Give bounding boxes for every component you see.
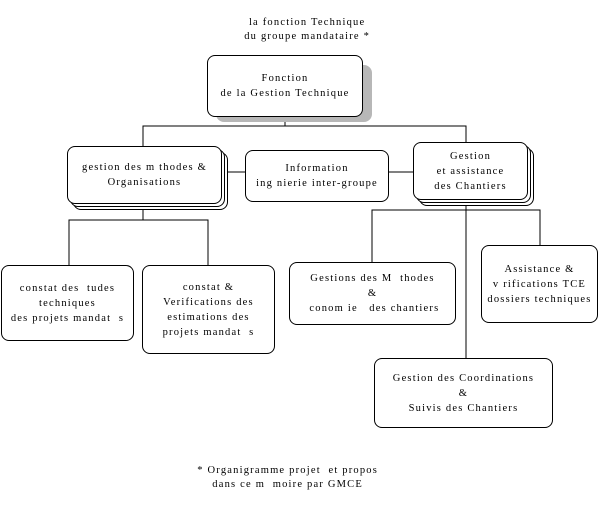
footer-line-1: * Organigramme projet et propos	[197, 465, 379, 476]
org-chart: la fonction Technique du groupe mandatai…	[1, 2, 598, 490]
node-gestion-methodes-economie: Gestions des M thodes & conom ie des cha…	[289, 262, 456, 325]
header-note: la fonction Technique du groupe mandatai…	[200, 2, 399, 58]
node-gestion-assistance-chantiers: Gestion et assistance des Chantiers	[413, 142, 528, 200]
node-gestion-coordinations: Gestion des Coordinations & Suivis des C…	[374, 358, 553, 428]
node-constat-etudes: constat des tudes techniques des projets…	[1, 265, 134, 341]
node-gestion-methodes-organisations: gestion des m thodes & Organisations	[67, 146, 222, 204]
node-fonction-gestion-technique: Fonction de la Gestion Technique	[207, 55, 363, 117]
connector-left-branch	[68, 205, 209, 265]
footer-line-2: dans ce m moire par GMCE	[212, 479, 364, 490]
header-line-1: la fonction Technique	[248, 17, 366, 28]
node-assistance-verifications: Assistance & v rifications TCE dossiers …	[481, 245, 598, 323]
node-constat-verifications: constat & Verifications des estimations …	[142, 265, 275, 354]
node-information-ingenierie: Information ing nierie inter-groupe	[245, 150, 389, 202]
header-line-2: du groupe mandataire *	[244, 31, 371, 42]
footer-note: * Organigramme projet et propos dans ce …	[150, 450, 410, 506]
